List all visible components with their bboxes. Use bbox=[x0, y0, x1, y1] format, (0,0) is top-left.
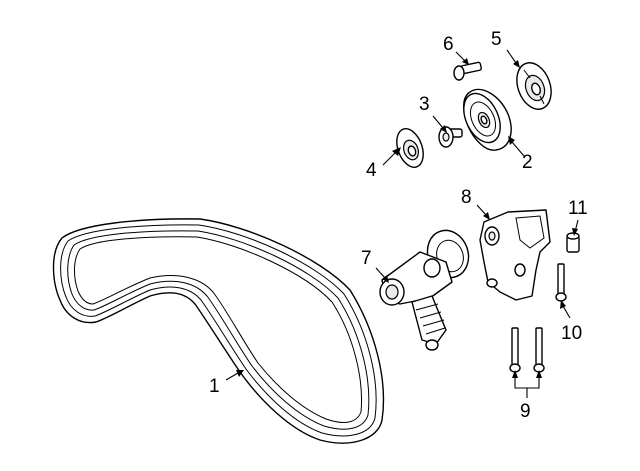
callout-10: 10 bbox=[561, 323, 582, 344]
callout-1: 1 bbox=[209, 376, 220, 397]
callout-5: 5 bbox=[491, 29, 502, 50]
mounting-bolt bbox=[555, 263, 567, 302]
leader-lines bbox=[225, 49, 579, 398]
tensioner-bracket bbox=[479, 209, 551, 301]
callout-6: 6 bbox=[443, 34, 454, 55]
serpentine-belt bbox=[52, 218, 385, 444]
callout-2: 2 bbox=[522, 152, 533, 173]
callout-11: 11 bbox=[568, 198, 588, 219]
belt-tensioner bbox=[379, 229, 470, 351]
pulley-shield bbox=[516, 62, 552, 110]
callout-9: 9 bbox=[520, 401, 531, 422]
callout-7: 7 bbox=[361, 248, 372, 269]
callout-8: 8 bbox=[461, 187, 472, 208]
small-bolt bbox=[453, 61, 482, 81]
dust-cover bbox=[396, 128, 424, 168]
bushing-sleeve bbox=[566, 232, 580, 253]
callout-4: 4 bbox=[366, 160, 377, 181]
long-bolts bbox=[509, 327, 545, 373]
idler-pulley bbox=[463, 88, 512, 151]
callout-labels: 1 2 3 4 5 6 7 8 9 10 11 bbox=[209, 29, 588, 422]
pulley-bolt bbox=[438, 126, 463, 148]
callout-3: 3 bbox=[419, 94, 430, 115]
